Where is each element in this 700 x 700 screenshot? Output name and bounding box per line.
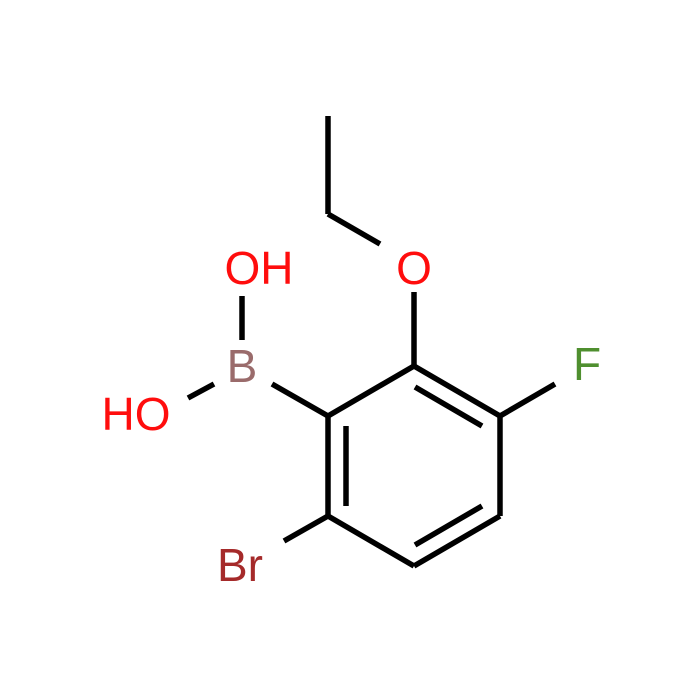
bond-ring-c5-c6 [326,513,416,569]
atom-oxygen-ethoxy: O [396,242,432,294]
bond-ring-to-boron [270,381,330,419]
bond-ring-c1-c2 [326,363,416,419]
bond-ring-to-fluorine [498,381,557,419]
atom-bromine: Br [217,539,263,591]
atom-hydroxyl-left: HO [102,388,171,440]
bond-boron-to-ho-left [186,381,216,401]
bond-ring-to-bromine [282,513,330,544]
atom-hydroxyl-top: OH [225,242,294,294]
bond-ethyl-to-oxygen [326,211,382,247]
atom-boron: B [227,340,258,392]
bond-ring-c2-c3 [412,363,502,419]
atom-fluorine: F [573,338,601,390]
bond-ring-c4-c5 [412,513,502,569]
bond-ring-inner-c2-c3 [413,384,484,429]
bond-ring-inner-c4-c5 [413,503,484,548]
